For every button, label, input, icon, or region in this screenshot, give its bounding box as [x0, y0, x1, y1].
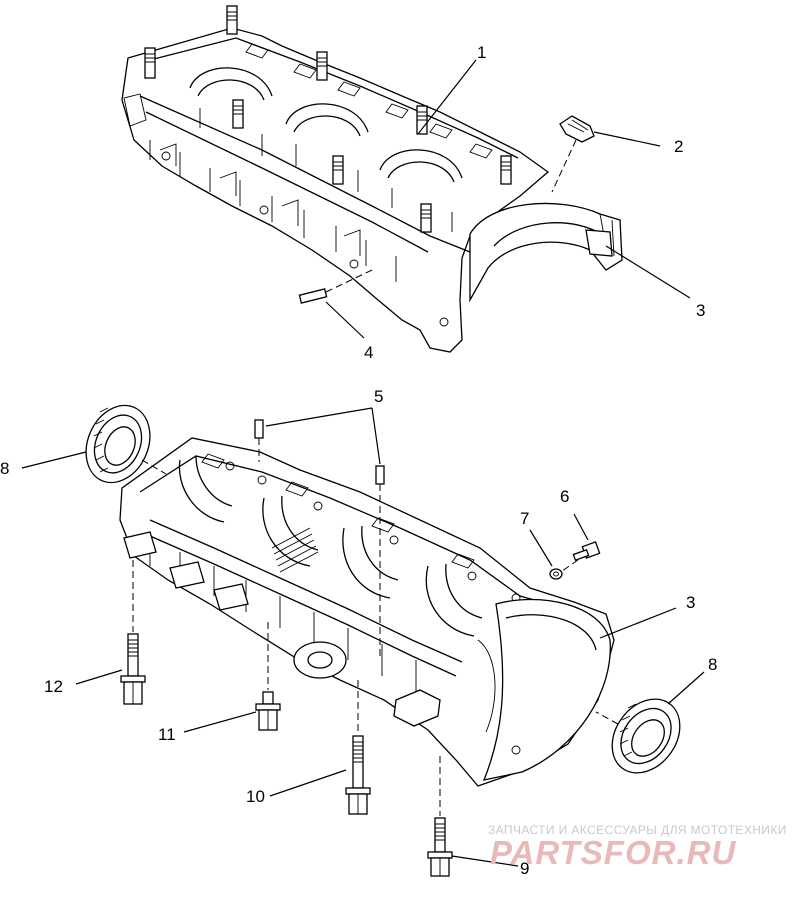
callout-12: 12	[44, 677, 63, 696]
part-12-bolt	[120, 560, 146, 705]
callout-9: 9	[520, 859, 529, 878]
part-4-pin	[298, 269, 373, 304]
callout-2: 2	[674, 137, 683, 156]
callout-10: 10	[246, 787, 265, 806]
callout-numbers: 1 2 3 4 5 6 7 8 3 8 12 11 10 9	[0, 43, 717, 878]
part-9-bolt	[427, 756, 453, 877]
callout-8-right: 8	[708, 655, 717, 674]
callout-5: 5	[374, 387, 383, 406]
callout-6: 6	[560, 487, 569, 506]
callout-3-upper: 3	[696, 301, 705, 320]
part-7-washer	[549, 568, 563, 580]
cylinder-studs	[144, 5, 512, 233]
watermark: ЗАПЧАСТИ И АКСЕССУАРЫ ДЛЯ МОТОТЕХНИКИ PA…	[488, 823, 787, 871]
lower-crankcase-half	[119, 437, 615, 787]
part-2-clip	[551, 115, 595, 193]
part-10-bolt	[345, 680, 371, 815]
callout-4: 4	[364, 343, 373, 362]
part-11-bolt	[255, 622, 281, 731]
watermark-tagline: ЗАПЧАСТИ И АКСЕССУАРЫ ДЛЯ МОТОТЕХНИКИ	[488, 823, 787, 837]
part-8-seal-left	[85, 404, 167, 484]
callout-8-left: 8	[0, 459, 9, 478]
callout-3-lower: 3	[686, 593, 695, 612]
part-5-dowel-pins	[254, 419, 385, 660]
callout-1: 1	[477, 43, 486, 62]
upper-crankcase-half	[121, 5, 623, 353]
watermark-brand: PARTSFOR.RU	[490, 834, 736, 871]
callout-11: 11	[158, 725, 176, 744]
part-8-seal-right	[595, 698, 681, 774]
callout-7: 7	[520, 509, 529, 528]
callout-leaders	[21, 59, 705, 867]
